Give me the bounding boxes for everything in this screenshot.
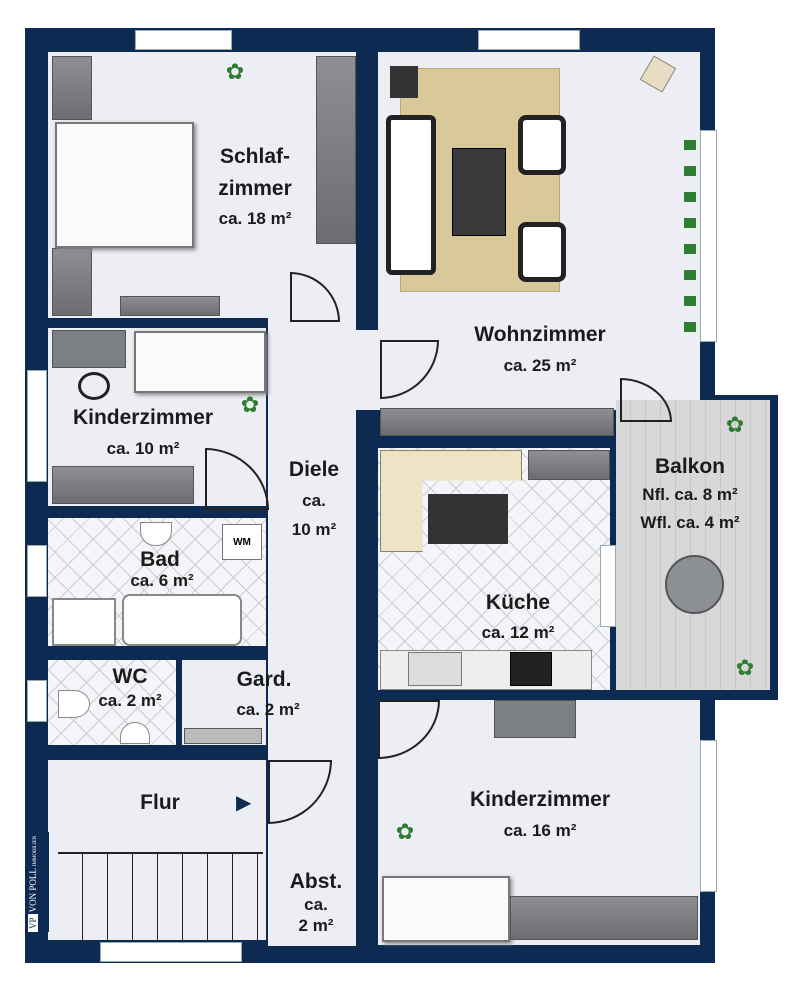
window bbox=[700, 130, 717, 342]
label-flur: Flur bbox=[140, 791, 180, 814]
logo-sub: IMMOBILIEN bbox=[33, 835, 38, 867]
label-gard: Gard. bbox=[236, 668, 292, 691]
label-wc: WC bbox=[112, 665, 148, 688]
cabinet bbox=[528, 450, 610, 480]
bathtub bbox=[122, 594, 242, 646]
area-bad: ca. 6 m² bbox=[130, 571, 194, 590]
area-kinderzimmer-small: ca. 10 m² bbox=[106, 439, 180, 458]
wardrobe bbox=[316, 56, 356, 244]
washing-machine: WM bbox=[222, 524, 262, 560]
toilet bbox=[58, 690, 90, 718]
logo: VP VON POLL IMMOBILIEN bbox=[27, 832, 49, 932]
label-diele: Diele bbox=[288, 458, 340, 481]
window bbox=[600, 545, 616, 627]
plant-icon: ✿ bbox=[395, 819, 415, 844]
sink bbox=[140, 522, 172, 546]
area-diele-2: 10 m² bbox=[291, 520, 337, 539]
wardrobe bbox=[184, 728, 262, 744]
label-schlafzimmer-2: zimmer bbox=[218, 177, 292, 200]
area-kinderzimmer-large: ca. 16 m² bbox=[503, 821, 577, 840]
window bbox=[478, 30, 580, 50]
arrow-icon: ▶ bbox=[236, 792, 252, 814]
window bbox=[27, 545, 47, 597]
armchair bbox=[518, 222, 566, 282]
side-table bbox=[390, 66, 418, 98]
desk bbox=[52, 330, 126, 368]
armchair bbox=[518, 115, 566, 175]
dresser bbox=[120, 296, 220, 316]
room-balkon bbox=[616, 400, 770, 690]
desk bbox=[494, 700, 576, 738]
label-abst: Abst. bbox=[289, 870, 343, 893]
plant-icon: ✿ bbox=[725, 412, 745, 437]
plant-icon: ✿ bbox=[240, 392, 260, 417]
area-wc: ca. 2 m² bbox=[98, 691, 162, 710]
area-balkon-wfl: Wfl. ca. 4 m² bbox=[640, 513, 740, 532]
door-gap bbox=[356, 330, 378, 410]
sink bbox=[120, 722, 150, 744]
staircase bbox=[58, 852, 263, 942]
shower bbox=[52, 598, 116, 646]
round-table bbox=[665, 555, 724, 614]
tv-sideboard bbox=[380, 408, 614, 436]
logo-brand: VON POLL bbox=[28, 868, 38, 913]
area-kueche: ca. 12 m² bbox=[481, 623, 555, 642]
label-bad: Bad bbox=[140, 548, 180, 571]
label-balkon: Balkon bbox=[654, 455, 726, 478]
plant-box bbox=[684, 140, 696, 335]
area-balkon-nfl: Nfl. ca. 8 m² bbox=[642, 485, 738, 504]
label-wohnzimmer: Wohnzimmer bbox=[474, 323, 606, 346]
single-bed bbox=[382, 876, 510, 942]
chair bbox=[78, 372, 110, 400]
plant-icon: ✿ bbox=[735, 655, 755, 680]
area-gard: ca. 2 m² bbox=[236, 700, 300, 719]
dining-table bbox=[428, 494, 508, 544]
window bbox=[100, 942, 242, 962]
cooktop bbox=[510, 652, 552, 686]
label-kinderzimmer-small: Kinderzimmer bbox=[72, 406, 214, 429]
area-diele-1: ca. bbox=[302, 491, 326, 510]
label-schlafzimmer-1: Schlaf- bbox=[219, 145, 291, 168]
double-bed bbox=[55, 122, 194, 248]
plant-icon: ✿ bbox=[225, 59, 245, 84]
window bbox=[700, 740, 717, 892]
area-wohnzimmer: ca. 25 m² bbox=[503, 356, 577, 375]
wardrobe bbox=[510, 896, 698, 940]
single-bed bbox=[134, 331, 266, 393]
window bbox=[27, 680, 47, 722]
area-abst-2: 2 m² bbox=[298, 916, 334, 935]
room-abst bbox=[280, 862, 356, 946]
wardrobe bbox=[52, 56, 92, 120]
label-kueche: Küche bbox=[485, 591, 551, 614]
window bbox=[135, 30, 232, 50]
coffee-table bbox=[452, 148, 506, 236]
wardrobe bbox=[52, 466, 194, 504]
room-diele bbox=[268, 318, 356, 946]
wardrobe bbox=[52, 248, 92, 316]
logo-mark: VP bbox=[28, 914, 38, 932]
window bbox=[27, 370, 47, 482]
kitchen-sink bbox=[408, 652, 462, 686]
label-kinderzimmer-large: Kinderzimmer bbox=[469, 788, 611, 811]
sofa bbox=[386, 115, 436, 275]
area-abst-1: ca. bbox=[304, 895, 328, 914]
area-schlafzimmer: ca. 18 m² bbox=[218, 209, 292, 228]
